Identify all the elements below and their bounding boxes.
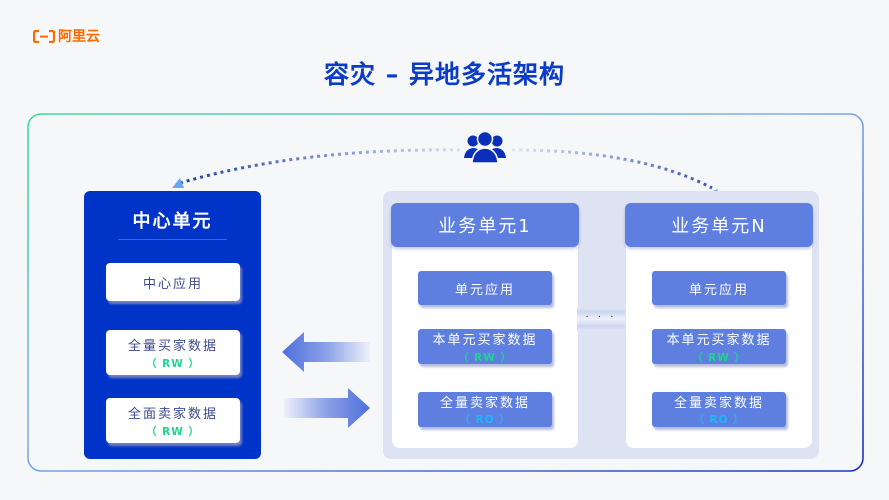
ro-tag: （ RO ） — [693, 414, 745, 426]
rw-tag: （ RW ） — [146, 357, 200, 370]
arrow-right-icon — [282, 386, 372, 435]
card-label: 本单元买家数据 — [666, 332, 772, 348]
card-label: 全量卖家数据 — [439, 396, 530, 411]
unit-buyer-data-card: 本单元买家数据 （ RW ） — [652, 329, 786, 364]
full-seller-data-card: 全面卖家数据 （ RW ） — [106, 398, 240, 443]
rw-tag: （ RW ） — [692, 351, 746, 364]
rw-tag: （ RW ） — [458, 351, 512, 364]
aliyun-logo: 阿里云 — [33, 26, 100, 46]
card-label: 单元应用 — [688, 282, 749, 298]
business-unit-n: 业务单元N 单元应用 本单元买家数据 （ RW ） 全量卖家数据 （ RO ） — [625, 203, 813, 448]
page-title: 容灾 – 异地多活架构 — [324, 60, 565, 89]
dotted-connector-left — [179, 148, 461, 185]
unit-buyer-data-card: 本单元买家数据 （ RW ） — [418, 329, 552, 364]
card-label: 全面卖家数据 — [127, 406, 218, 422]
dotted-connector-right — [511, 148, 713, 190]
users-group-icon — [463, 130, 507, 168]
business-unit-title: 业务单元1 — [391, 203, 579, 247]
full-seller-data-card: 全量卖家数据 （ RO ） — [418, 392, 552, 427]
center-app-card: 中心应用 — [106, 263, 240, 301]
outer-frame — [27, 113, 864, 472]
center-unit-title: 中心单元 — [132, 211, 213, 232]
unit-app-card: 单元应用 — [652, 271, 786, 305]
business-unit-title: 业务单元N — [625, 203, 813, 247]
full-seller-data-card: 全量卖家数据 （ RO ） — [652, 392, 786, 427]
unit-app-card: 单元应用 — [418, 271, 552, 305]
business-units-group: 业务单元1 单元应用 本单元买家数据 （ RW ） 全量卖家数据 （ RO ） … — [383, 191, 819, 459]
card-label: 全量卖家数据 — [673, 396, 764, 411]
logo-text: 阿里云 — [58, 29, 100, 45]
card-label: 单元应用 — [454, 282, 515, 298]
full-buyer-data-card: 全量买家数据 （ RW ） — [106, 330, 240, 375]
card-label: 全量买家数据 — [127, 338, 218, 354]
arrow-left-icon — [282, 330, 372, 379]
card-label: 本单元买家数据 — [432, 332, 538, 348]
ro-tag: （ RO ） — [459, 414, 511, 426]
connector-arrowhead-left — [172, 178, 184, 188]
ellipsis-separator: · · · — [577, 307, 625, 331]
aliyun-logo-icon — [33, 29, 55, 43]
rw-tag: （ RW ） — [146, 425, 200, 438]
business-unit-1: 业务单元1 单元应用 本单元买家数据 （ RW ） 全量卖家数据 （ RO ） — [391, 203, 579, 448]
center-unit: 中心单元 中心应用 全量买家数据 （ RW ） 全面卖家数据 （ RW ） — [84, 191, 261, 459]
card-label: 中心应用 — [142, 276, 203, 292]
divider — [118, 239, 227, 240]
